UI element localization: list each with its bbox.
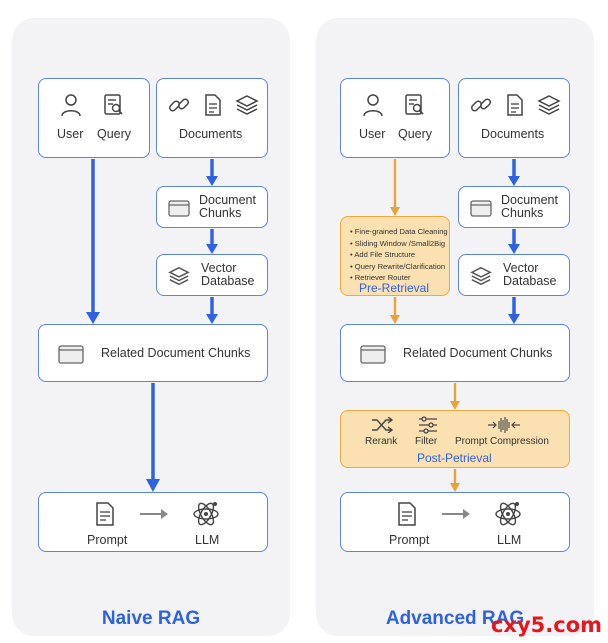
arrowhead <box>508 244 520 254</box>
documents-label: Documents <box>481 127 545 141</box>
post-retrieval-box: Rerank Filter Prompt Compression Post-Pe… <box>340 410 570 468</box>
query-label: Query <box>97 127 132 141</box>
document-icon <box>507 94 523 116</box>
prompt-llm-box: Prompt LLM <box>340 492 570 552</box>
pre-retrieval-step: Add File Structure <box>350 249 448 261</box>
link-icon <box>168 98 190 112</box>
watermark: cxy5.com <box>490 613 602 637</box>
atom-icon <box>193 502 219 526</box>
document-chunks-box: Document Chunks <box>458 186 570 228</box>
naive-flow-arrows <box>86 159 218 492</box>
atom-icon <box>495 502 521 526</box>
layers-icon <box>168 266 190 286</box>
vector-database-box: Vector Database <box>156 254 268 296</box>
post-retrieval-title: Post-Petrieval <box>417 451 492 465</box>
arrowhead <box>146 479 160 492</box>
vector-db-line2: Database <box>201 274 255 288</box>
filter-icon <box>419 416 437 434</box>
layers-icon <box>537 95 561 115</box>
documents-box: Documents <box>156 78 268 158</box>
vector-database-box: Vector Database <box>458 254 570 296</box>
pre-retrieval-box: Fine-grained Data Cleaning Sliding Windo… <box>340 216 450 296</box>
pre-retrieval-step: Fine-grained Data Cleaning <box>350 226 448 238</box>
prompt-compression-label: Prompt Compression <box>455 436 549 447</box>
pre-retrieval-step: Query Rewrite/Clarification <box>350 261 448 273</box>
doc-chunks-line1: Document <box>501 193 558 207</box>
layers-icon <box>470 266 492 286</box>
documents-label: Documents <box>179 127 243 141</box>
pre-retrieval-steps: Fine-grained Data Cleaning Sliding Windo… <box>350 226 448 284</box>
naive-rag-panel: User Query Documents Document Chunks <box>12 18 290 636</box>
user-label: User <box>57 127 84 141</box>
llm-label: LLM <box>195 533 220 547</box>
folder-icon <box>360 345 386 364</box>
filter-label: Filter <box>415 436 438 447</box>
query-icon <box>104 94 123 115</box>
arrowhead <box>508 314 520 324</box>
compression-icon <box>488 417 520 433</box>
query-label: Query <box>398 127 433 141</box>
doc-chunks-line2: Chunks <box>199 206 242 220</box>
user-query-box: User Query <box>38 78 150 158</box>
doc-chunks-line2: Chunks <box>501 206 544 220</box>
related-chunks-box: Related Document Chunks <box>38 324 268 382</box>
user-label: User <box>359 127 386 141</box>
vector-db-line1: Vector <box>201 261 237 275</box>
prompt-label: Prompt <box>389 533 430 547</box>
arrowhead <box>206 314 218 324</box>
pre-retrieval-title: Pre-Retrieval <box>359 281 430 295</box>
document-icon <box>96 502 114 526</box>
arrowhead <box>450 483 460 492</box>
pre-retrieval-step: Retriever Router <box>350 272 448 284</box>
right-arrow-icon <box>140 509 168 519</box>
folder-icon <box>58 345 84 364</box>
vector-db-line1: Vector <box>503 261 539 275</box>
arrowhead <box>206 176 218 186</box>
folder-icon <box>470 200 492 217</box>
naive-rag-title: Naive RAG <box>101 608 201 629</box>
related-chunks-label: Related Document Chunks <box>101 346 251 360</box>
arrowhead <box>390 315 400 324</box>
arrowhead <box>206 244 218 254</box>
prompt-llm-box: Prompt LLM <box>38 492 268 552</box>
related-chunks-box: Related Document Chunks <box>340 324 570 382</box>
arrowhead <box>86 312 100 324</box>
query-icon <box>405 94 424 115</box>
folder-icon <box>168 200 190 217</box>
user-query-box: User Query <box>340 78 450 158</box>
llm-label: LLM <box>497 533 522 547</box>
advanced-rag-title: Advanced RAG <box>385 608 525 629</box>
advanced-rag-panel: User Query Documents Document Chunks <box>316 18 594 636</box>
layers-icon <box>235 95 259 115</box>
link-icon <box>470 98 492 112</box>
related-chunks-label: Related Document Chunks <box>403 346 553 360</box>
advanced-flow-arrows <box>390 159 520 492</box>
shuffle-icon <box>372 417 393 433</box>
doc-chunks-line1: Document <box>199 193 256 207</box>
arrowhead <box>390 207 400 216</box>
document-icon <box>398 502 416 526</box>
pre-retrieval-step: Sliding Window /Small2Big <box>350 238 448 250</box>
document-chunks-box: Document Chunks <box>156 186 268 228</box>
arrowhead <box>450 401 460 410</box>
arrowhead <box>508 176 520 186</box>
vector-db-line2: Database <box>503 274 557 288</box>
prompt-label: Prompt <box>87 533 128 547</box>
documents-box: Documents <box>458 78 570 158</box>
user-icon <box>61 94 81 117</box>
rerank-label: Rerank <box>365 436 398 447</box>
user-icon <box>363 94 383 117</box>
right-arrow-icon <box>442 509 470 519</box>
document-icon <box>205 94 221 116</box>
